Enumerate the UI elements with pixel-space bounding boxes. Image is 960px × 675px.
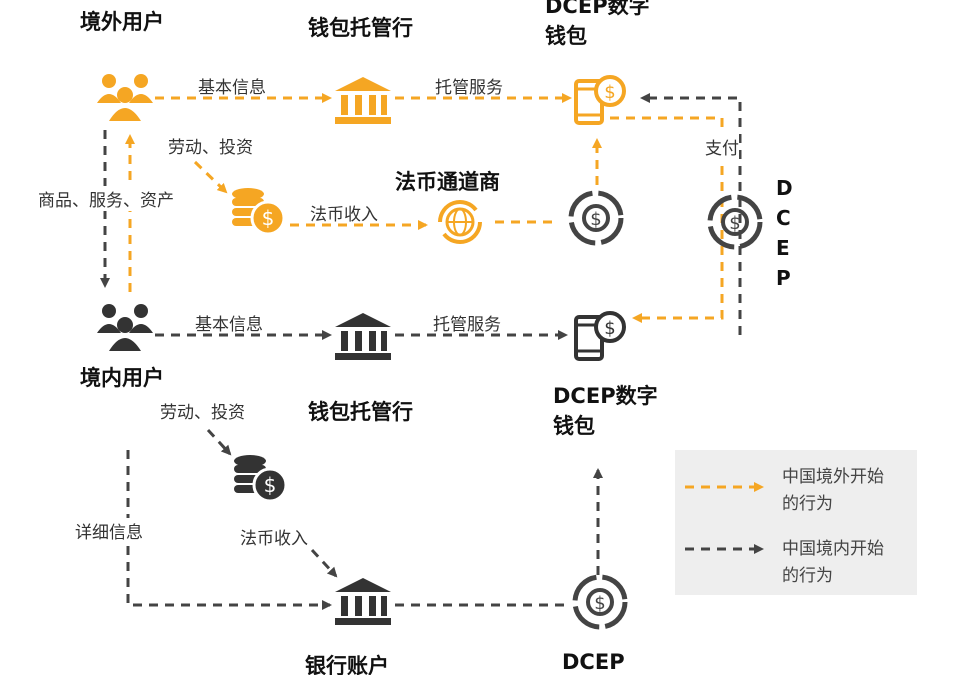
bank-account-icon	[335, 578, 391, 625]
domestic-user-icon	[97, 304, 153, 351]
wallet-bank-top-label: 钱包托管行	[308, 16, 413, 40]
legend-domestic-text: 中国境内开始的行为	[782, 536, 884, 590]
goods-services-label: 商品、服务、资产	[38, 186, 174, 211]
dcep-wallet-bottom-label-1: DCEP数字	[553, 384, 658, 408]
edge-labor-bottom	[206, 428, 232, 456]
coins-bottom-icon	[232, 453, 288, 503]
dcep-vertical-e: E	[776, 236, 790, 260]
dcep-vertical-c: C	[776, 206, 791, 230]
legend-domestic-line2: 的行为	[782, 566, 833, 586]
dcep-coin-right-icon	[710, 197, 760, 247]
basic-info-bottom-label: 基本信息	[195, 315, 263, 335]
wallet-bank-top-icon	[335, 77, 391, 124]
custody-bottom-label: 托管服务	[433, 315, 501, 335]
legend-domestic-line1: 中国境内开始	[782, 539, 884, 559]
fiat-income-bottom-label: 法币收入	[240, 529, 308, 549]
dcep-bottom-label: DCEP	[562, 650, 625, 674]
dcep-coin-bottom-icon	[575, 577, 625, 627]
wallet-bank-bottom-icon	[335, 313, 391, 360]
overseas-user-label: 境外用户	[80, 10, 164, 34]
labor-invest-top-label: 劳动、投资	[168, 138, 253, 158]
legend-box	[675, 450, 917, 595]
basic-info-top-label: 基本信息	[198, 78, 266, 98]
overseas-user-icon	[97, 74, 153, 121]
globe-exchange-icon	[438, 200, 482, 244]
edge-detail-info	[126, 450, 332, 610]
legend-overseas-line1: 中国境外开始	[782, 467, 884, 487]
dcep-wallet-top-label-2: 钱包	[545, 24, 587, 48]
dcep-wallet-top-label-1: DCEP数字	[545, 0, 650, 18]
dcep-coin-top-icon	[571, 193, 621, 243]
wallet-bank-bottom-label: 钱包托管行	[308, 400, 413, 424]
fiat-channel-label: 法币通道商	[395, 170, 500, 194]
labor-invest-bottom-label: 劳动、投资	[160, 403, 245, 423]
bank-account-label: 银行账户	[305, 654, 389, 675]
detail-info-label: 详细信息	[75, 518, 143, 543]
fiat-income-top-label: 法币收入	[310, 205, 378, 225]
legend-overseas-text: 中国境外开始的行为	[782, 464, 884, 518]
custody-top-label: 托管服务	[435, 78, 503, 98]
dcep-vertical-p: P	[776, 266, 791, 290]
edge-labor-top	[193, 160, 228, 194]
wallet-phone-top-icon	[576, 77, 624, 123]
coins-top-icon	[230, 186, 286, 236]
legend-overseas-line2: 的行为	[782, 494, 833, 514]
dcep-wallet-bottom-label-2: 钱包	[553, 414, 595, 438]
dcep-vertical-d: D	[776, 176, 793, 200]
wallet-phone-bottom-icon	[576, 313, 624, 359]
domestic-user-label: 境内用户	[80, 366, 164, 390]
payment-label: 支付	[705, 134, 739, 159]
edge-fiat-income-bottom	[310, 548, 338, 578]
